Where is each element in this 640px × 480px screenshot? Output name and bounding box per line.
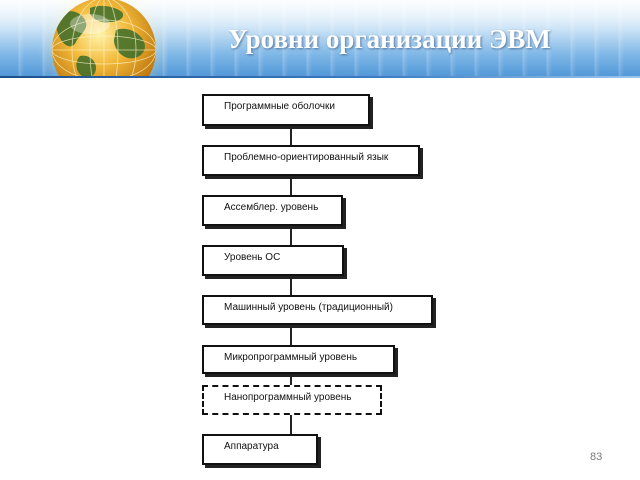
level-box-assembler: Ассемблер. уровень (202, 195, 343, 226)
level-box-hardware: Аппаратура (202, 434, 318, 465)
header-divider (0, 76, 640, 78)
connector-line (290, 374, 292, 385)
slide-title: Уровни организации ЭВМ (228, 24, 551, 54)
level-box-machine-level: Машинный уровень (традиционный) (202, 295, 433, 325)
level-box-problem-oriented-language: Проблемно-ориентированный язык (202, 145, 420, 176)
page-number: 83 (590, 451, 603, 463)
level-box-os: Уровень ОС (202, 245, 344, 276)
connector-line (290, 276, 292, 295)
connector-line (290, 325, 292, 345)
connector-line (290, 226, 292, 245)
connector-line (290, 176, 292, 195)
level-box-program-shells: Программные оболочки (202, 94, 370, 126)
globe-icon (30, 0, 168, 78)
connector-line (290, 415, 292, 434)
level-box-microprogram: Микропрограммный уровень (202, 345, 395, 374)
slide-header: Уровни организации ЭВМ (0, 0, 640, 78)
connector-line (290, 126, 292, 145)
level-box-nanoprogram: Нанопрограммный уровень (202, 385, 382, 415)
